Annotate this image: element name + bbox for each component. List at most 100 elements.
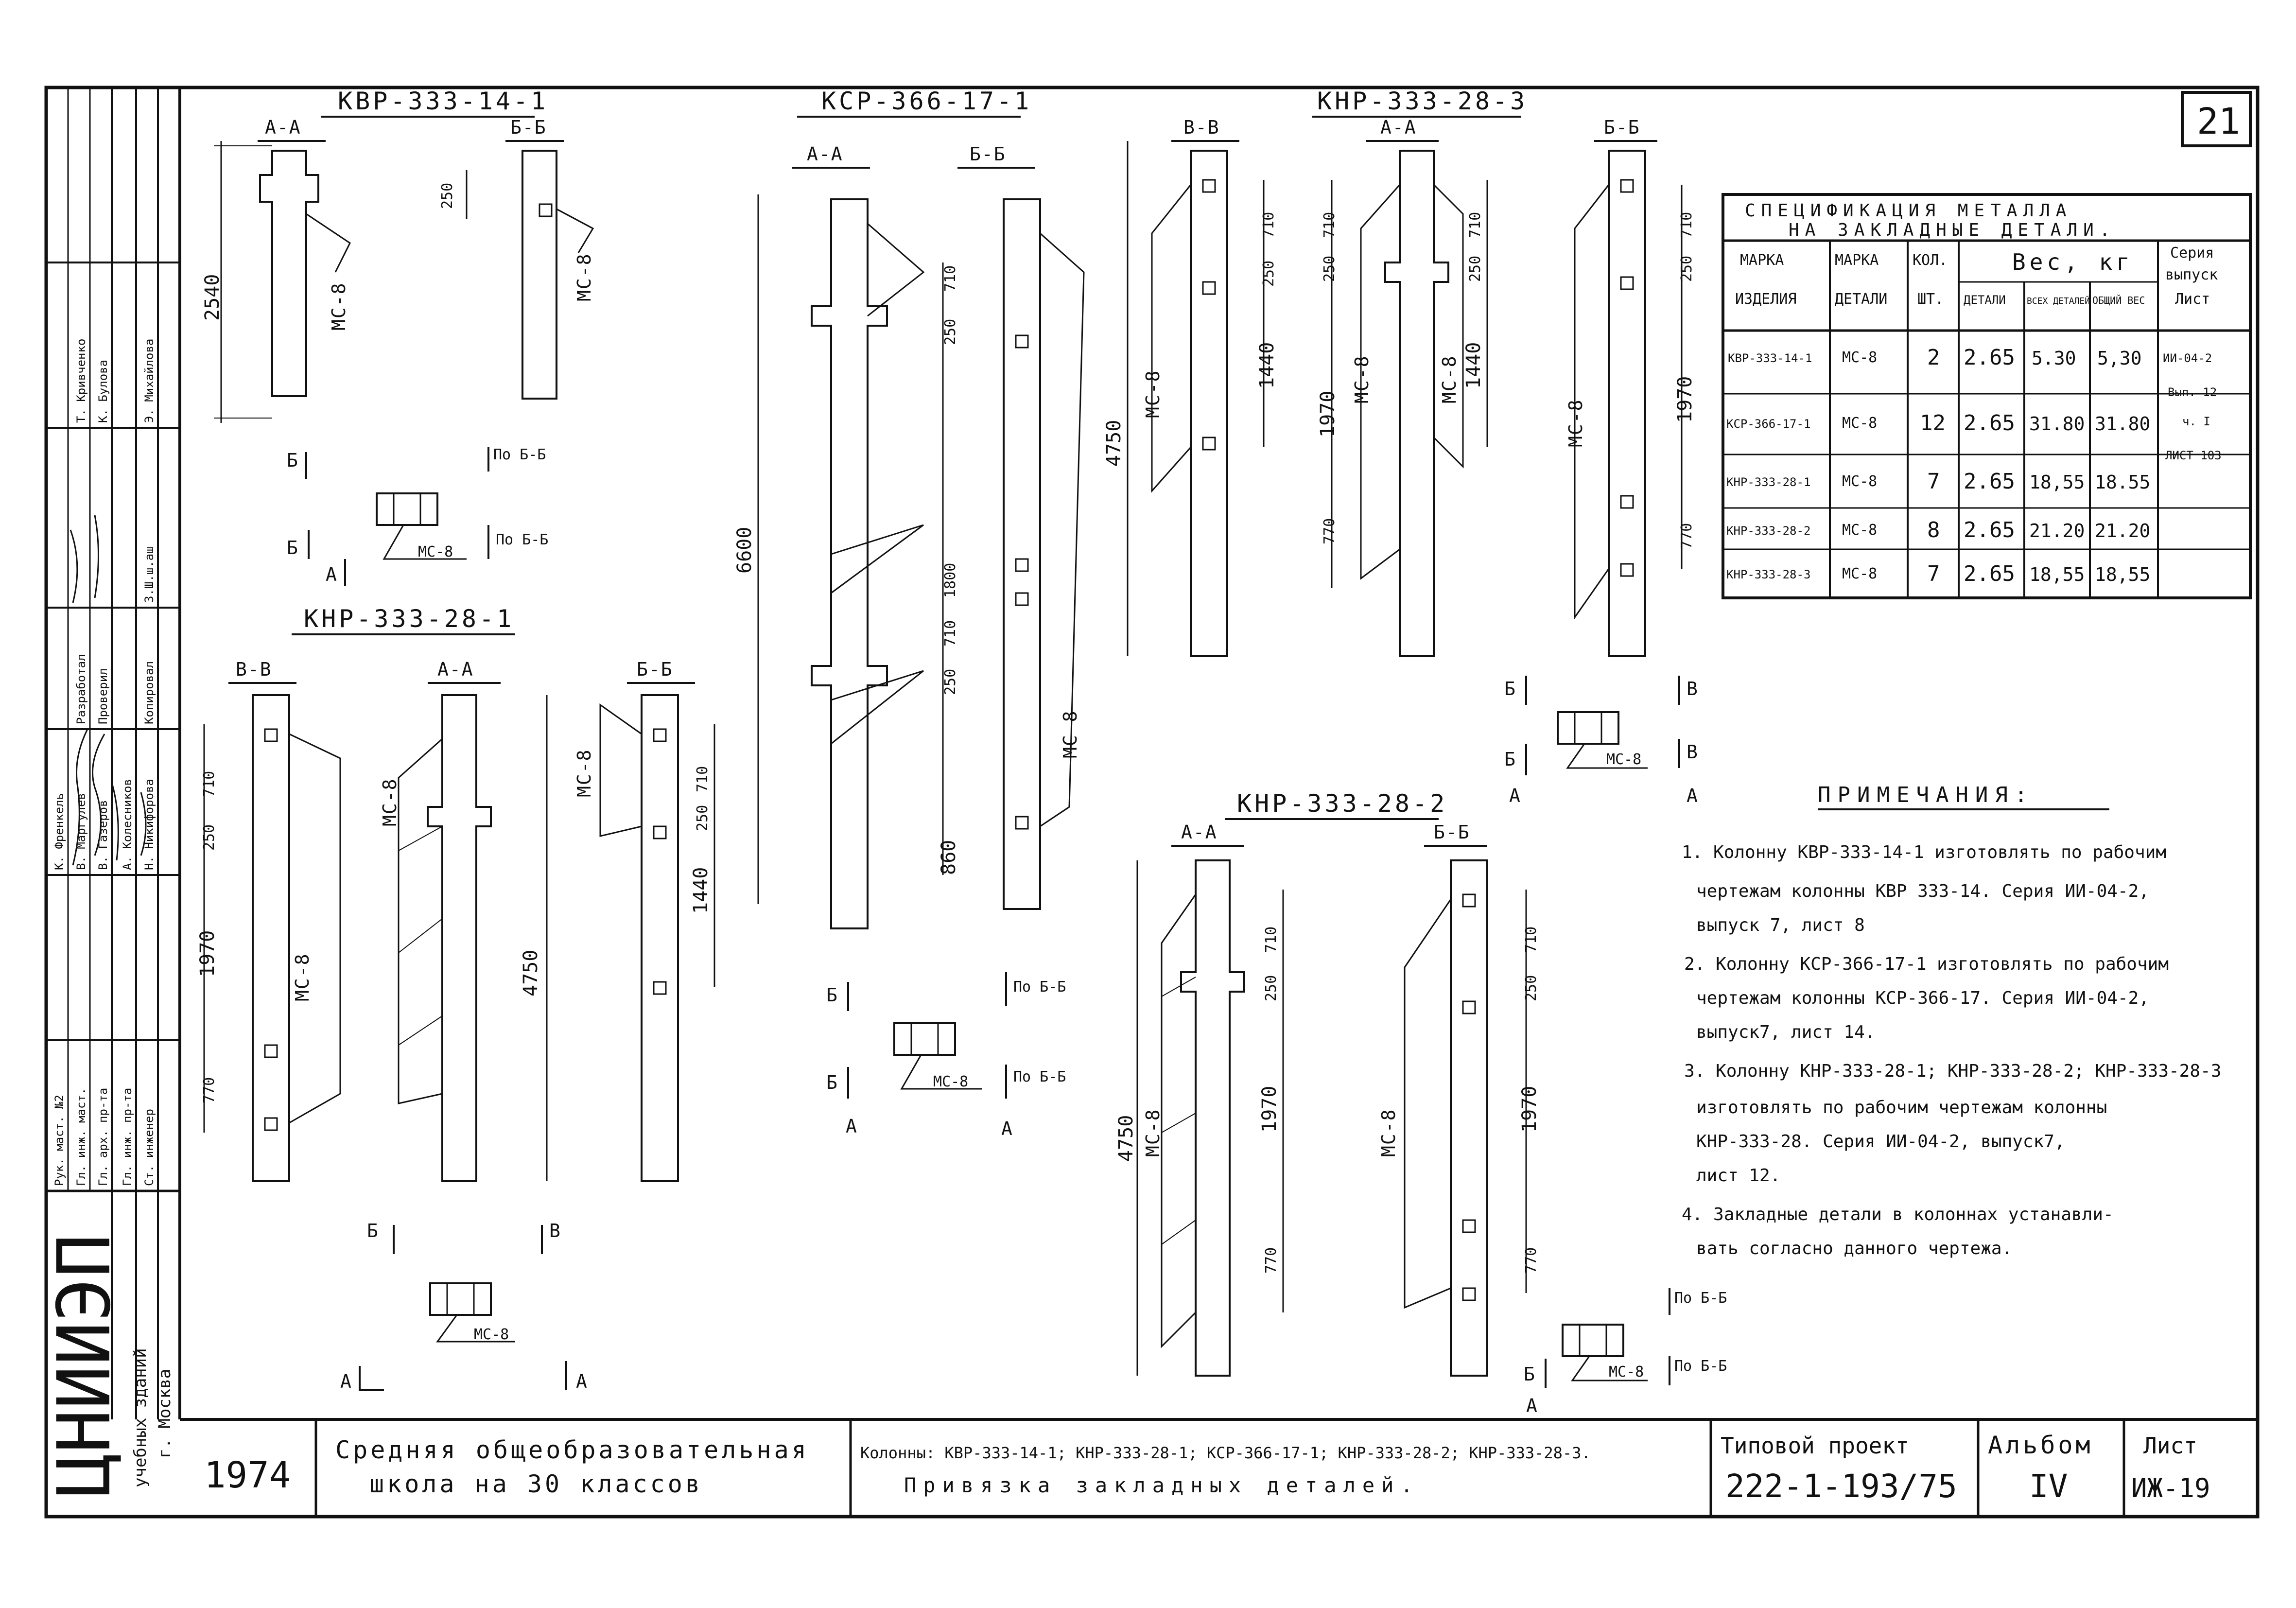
project-number: 222-1-193/75 [1725,1468,1957,1505]
note-line-7: 3. Колонну КНР-333-28-1; КНР-333-28-2; К… [1684,1061,2221,1081]
b-mark-2: Б [287,537,299,559]
note-line-2: чертежам колонны КВР 333-14. Серия ИИ-04… [1696,881,2149,901]
po-bb-6: По Б-Б [1674,1358,1727,1375]
hdr-series-2: выпуск [2165,266,2218,283]
left-stamp: ЦНИИЭП учебных зданий г. Москва Рук. мас… [42,87,180,1497]
row4-w-part: 2.65 [1964,518,2015,542]
name-a-4: А. Колесников [121,779,134,870]
b-mark-5: Б [826,1072,838,1093]
mc8-bb: МС-8 [574,749,595,797]
row1-part: МС-8 [1842,349,1877,366]
title-knr-333-28-2: КНР-333-28-2 [1237,789,1447,818]
note-line-9: КНР-333-28. Серия ИИ-04-2, выпуск7, [1696,1132,2065,1152]
note-line-12: вать согласно данного чертежа. [1696,1239,2012,1258]
outer-frame [44,86,2260,1519]
notes-heading: ПРИМЕЧАНИЯ: [1818,783,2034,807]
note-line-1: 1. Колонну КВР-333-14-1 изготовлять по р… [1682,842,2166,862]
name-b-2: К. Булова [96,360,110,423]
mc8-28-2-a: МС-8 [1142,1108,1164,1157]
name-a-3: В. Газеров [96,800,110,871]
sign-date: 3.Ш.ш.аш [142,546,156,603]
hdr-qty-2: ШТ. [1917,291,1944,308]
row2-w-total: 31.80 [2095,413,2150,435]
dim-770: 770 [201,1077,218,1103]
a-mark-6: А [1509,785,1521,806]
row3-w-total: 18.55 [2095,472,2150,493]
mc8-28-3-d: МС-8 [1565,399,1586,447]
org-sub-1: учебных зданий [131,1348,150,1487]
dim-1800: 1800 [942,563,959,598]
po-bb-2: По Б-Б [496,531,548,548]
insert-mc8-3: МС-8 [933,1073,968,1090]
name-a-2: В. Маргулев [74,793,88,870]
dim-710-28-3-c: 710 [1467,212,1484,238]
school-line-1: Средняя общеобразовательная [335,1436,809,1464]
dim-4750-28-3: 4750 [1103,420,1125,467]
dim-250-c: 250 [694,805,711,831]
columns-line-1: Колонны: КВР-333-14-1; КНР-333-28-1; КСР… [860,1444,1591,1462]
hdr-mark-part: МАРКА [1835,252,1879,269]
po-bb-5: По Б-Б [1674,1290,1727,1307]
org-name: ЦНИИЭП [42,1234,127,1497]
v-mark-2: В [1687,678,1699,699]
v-mark-1: В [549,1220,561,1241]
title-knr-333-28-3: КНР-333-28-3 [1317,87,1528,115]
hdr-mark-part-2: ДЕТАЛИ [1835,291,1887,308]
dim-710-b: 710 [694,766,711,792]
sheet-code: ИЖ-19 [2131,1473,2210,1503]
dim-1970: 1970 [196,930,219,977]
insert-mc8-2: МС-8 [474,1326,509,1343]
a-mark-4: А [846,1116,858,1137]
spec-table: СПЕЦИФИКАЦИЯ МЕТАЛЛА НА ЗАКЛАДНЫЕ ДЕТАЛИ… [1722,193,2252,599]
sec-aa-4: А-А [1380,117,1417,138]
project-label: Типовой проект [1721,1433,1909,1459]
dim-250-28-2-a: 250 [1263,975,1280,1001]
role-4: Гл. инж. пр-та [121,1088,134,1186]
dim-770-28-2-b: 770 [1523,1247,1540,1274]
dim-250-28-2-b: 250 [1523,975,1540,1001]
org-sub-2: г. Москва [155,1369,174,1458]
note-line-8: изготовлять по рабочим чертежам колонны [1696,1098,2107,1118]
sec-bb-4: Б-Б [1604,117,1640,138]
row5-w-all: 18,55 [2029,564,2085,585]
dim-1440-28-3-b: 1440 [1462,342,1485,389]
sec-bb-5: Б-Б [1434,821,1470,843]
dim-6600: 6600 [733,527,756,574]
dim-250-28-3-b: 250 [1321,256,1338,282]
row4-w-all: 21.20 [2029,520,2085,542]
row1-w-total: 5,30 [2097,348,2142,369]
dim-1440: 1440 [690,867,712,914]
spec-title-1: СПЕЦИФИКАЦИЯ МЕТАЛЛА [1745,201,2072,221]
dim-710-28-2-b: 710 [1523,926,1540,953]
dim-250-28-3-d: 250 [1678,256,1695,282]
row2-qty: 12 [1920,411,1946,436]
sec-bb-3: Б-Б [970,143,1006,165]
name-a-1: К. Френкель [52,793,66,870]
hdr-w-all: ВСЕХ ДЕТАЛЕЙ [2027,296,2090,306]
dim-2540: 2540 [201,274,224,321]
hdr-w-total: ОБЩИЙ ВЕС [2092,295,2145,306]
sheet-label: Лист [2143,1433,2197,1459]
row5-qty: 7 [1927,561,1940,586]
sheet-number: 21 [2197,101,2240,142]
mc8-vv: МС-8 [292,953,313,1001]
mc8-ksr: МС-8 [1060,710,1081,758]
sec-bb-2: Б-Б [637,659,673,680]
b-mark-6: Б [1504,678,1516,699]
sec-vv: В-В [236,659,272,680]
b-mark-1: Б [287,450,299,471]
row5-part: МС-8 [1842,565,1877,582]
note-line-4: 2. Колонну КСР-366-17-1 изготовлять по р… [1684,954,2169,974]
mc8-28-3-c: МС-8 [1439,355,1460,403]
sheet-number-box [2181,91,2252,147]
dim-710-28-2-a: 710 [1263,926,1280,953]
a-mark-8: А [1526,1395,1538,1416]
insert-mc8: МС-8 [418,543,453,560]
role-3: Гл. арх. пр-та [96,1088,110,1186]
row5-w-total: 18,55 [2095,564,2150,585]
title-kvr-333-14-1: КВР-333-14-1 [338,87,548,115]
row4-qty: 8 [1927,518,1940,542]
row2-w-all: 31.80 [2029,413,2085,435]
insert-mc8-5: МС-8 [1609,1363,1644,1381]
